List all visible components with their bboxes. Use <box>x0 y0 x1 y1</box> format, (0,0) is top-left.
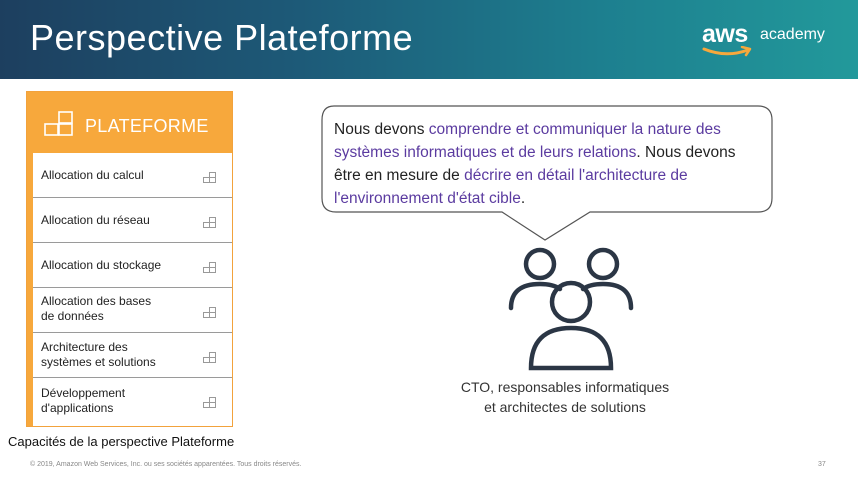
page-number: 37 <box>818 461 826 468</box>
capability-row: Allocation du stockage <box>33 243 232 288</box>
panel-caption: Capacités de la perspective Plateforme <box>8 434 235 449</box>
page-title: Perspective Plateforme <box>30 17 414 58</box>
speech-bubble <box>321 105 773 241</box>
capability-label: Développement d'applications <box>41 386 191 416</box>
capability-row: Allocation des bases de données <box>33 288 232 333</box>
capability-label-line1: Allocation des bases <box>41 294 152 308</box>
bubble-text-part: . <box>520 190 526 207</box>
capability-label: Allocation des bases de données <box>41 294 191 324</box>
aws-academy-logo: aws academy <box>700 20 840 60</box>
blocks-icon <box>44 110 74 141</box>
copyright-footer: © 2019, Amazon Web Services, Inc. ou ses… <box>30 461 302 468</box>
bubble-highlight: décrire en détail l'architecture de l'en… <box>334 167 688 207</box>
blocks-icon <box>203 350 216 368</box>
blocks-icon <box>203 215 216 233</box>
people-group-icon <box>508 247 634 371</box>
audience-line2: et architectes de solutions <box>484 399 646 415</box>
logo-product: academy <box>760 26 825 43</box>
capability-label-line1: Développement <box>41 386 126 400</box>
capability-row: Allocation du calcul <box>33 153 232 198</box>
capability-label-line1: Architecture des <box>41 340 128 354</box>
bubble-text-part: Nous devons <box>334 121 429 138</box>
logo-brand: aws <box>702 20 748 48</box>
speech-bubble-text: Nous devons comprendre et communiquer la… <box>334 118 759 210</box>
blocks-icon <box>203 305 216 323</box>
capability-row: Développement d'applications <box>33 378 232 426</box>
audience-line1: CTO, responsables informatiques <box>460 379 670 395</box>
blocks-icon <box>203 170 216 188</box>
accent-bar <box>27 153 33 426</box>
capability-label-line2: d'applications <box>41 401 114 415</box>
blocks-icon <box>203 260 216 278</box>
capability-label: Allocation du réseau <box>41 213 150 227</box>
capability-row: Architecture des systèmes et solutions <box>33 333 232 378</box>
capability-label: Architecture des systèmes et solutions <box>41 340 191 370</box>
capability-label-line2: systèmes et solutions <box>41 355 156 369</box>
capability-label: Allocation du calcul <box>41 168 144 182</box>
panel-header: PLATEFORME <box>27 92 232 153</box>
capability-row: Allocation du réseau <box>33 198 232 243</box>
panel-title: PLATEFORME <box>85 116 209 136</box>
aws-smile-icon <box>702 46 752 57</box>
bubble-text-part: . Nous devons être en mesure de <box>334 144 736 184</box>
bubble-highlight: comprendre et communiquer la nature des … <box>334 121 721 161</box>
slide-header: Perspective Plateforme aws academy <box>0 0 858 79</box>
capability-label: Allocation du stockage <box>41 258 162 272</box>
platform-capabilities-panel: PLATEFORME Allocation du calcul Allocati… <box>26 91 233 427</box>
audience-label: CTO, responsables informatiques et archi… <box>420 377 710 417</box>
blocks-icon <box>203 395 216 413</box>
capability-label-line2: de données <box>41 309 104 323</box>
